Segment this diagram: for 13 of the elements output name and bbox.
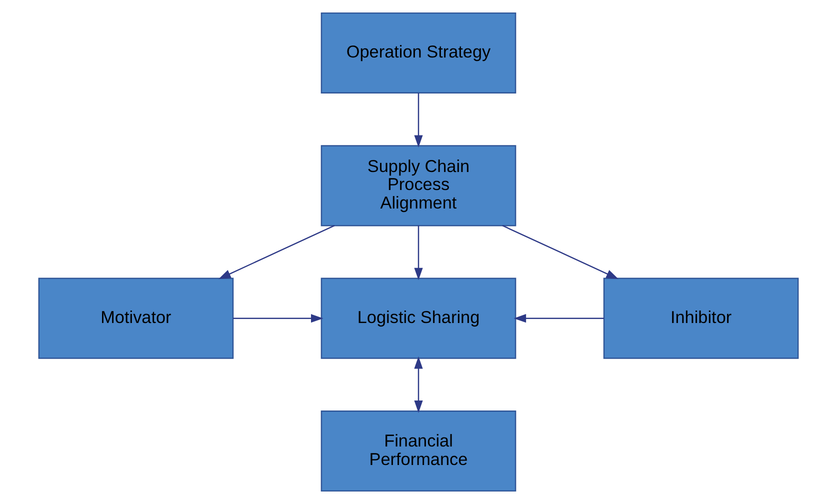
node-box: Financial Performance [320,410,516,492]
arrow [414,226,422,280]
arrow [502,225,618,280]
arrow [513,314,604,323]
arrow [414,92,422,148]
node-box: Motivator [38,278,234,359]
node-box: Inhibitor [602,278,798,359]
arrow [414,356,422,413]
arrow [232,314,323,323]
node-box: Operation Strategy [320,12,516,94]
arrow [218,225,334,280]
node-box: Logistic Sharing [320,278,516,359]
node-box: Supply Chain Process Alignment [320,145,516,226]
